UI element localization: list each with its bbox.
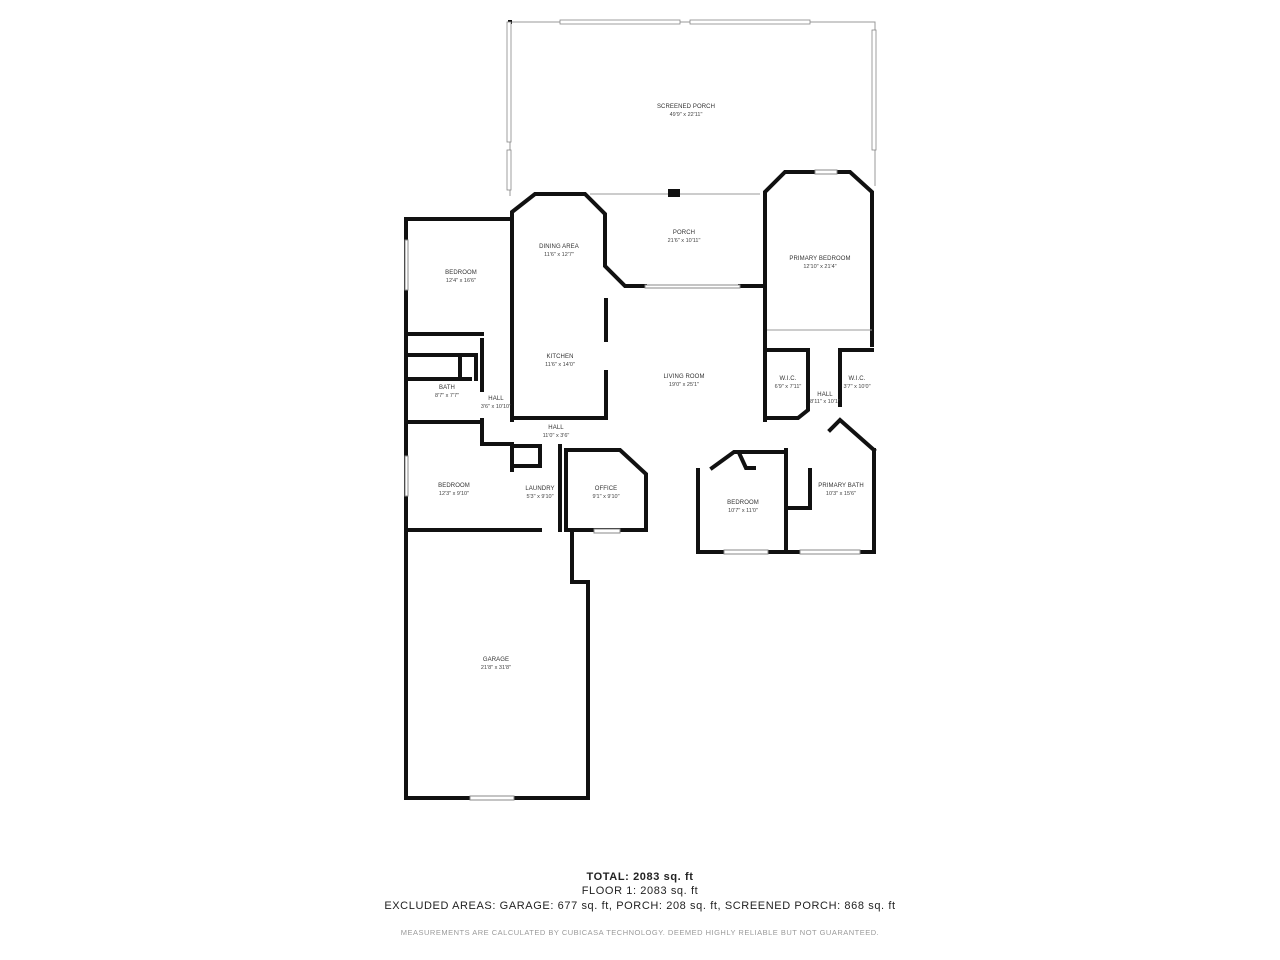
room-dims-office: 9'1" x 9'10": [592, 494, 619, 500]
room-name-wic-1: W.I.C.: [780, 376, 797, 382]
room-name-wic-2: W.I.C.: [849, 376, 866, 382]
room-dims-hall-primary: 8'11" x 10'1": [810, 399, 840, 405]
floor-area: FLOOR 1: 2083 sq. ft: [581, 885, 699, 897]
room-dims-living-room: 19'0" x 25'1": [669, 382, 699, 388]
room-name-office: OFFICE: [595, 486, 618, 492]
room-name-hall-west: HALL: [488, 396, 504, 402]
screened-porch-outline: [506, 19, 877, 197]
total-area: TOTAL: 2083 sq. ft: [586, 871, 694, 883]
windows: [404, 169, 861, 801]
room-name-primary-bath: PRIMARY BATH: [818, 483, 864, 489]
room-dims-bath: 8'7" x 7'7": [435, 393, 459, 399]
room-name-hall-center: HALL: [548, 425, 564, 431]
room-name-bath: BATH: [439, 385, 455, 391]
room-name-hall-primary: HALL: [817, 392, 833, 398]
room-name-laundry: LAUNDRY: [525, 486, 554, 492]
room-dims-garage: 21'8" x 31'8": [481, 665, 511, 671]
room-dims-bedroom-1: 12'4" x 16'6": [446, 278, 476, 284]
room-dims-dining-area: 11'6" x 12'7": [544, 252, 574, 258]
room-name-garage: GARAGE: [483, 657, 509, 663]
room-dims-primary-bath: 10'3" x 15'6": [826, 491, 856, 497]
room-name-kitchen: KITCHEN: [546, 354, 573, 360]
disclaimer: MEASUREMENTS ARE CALCULATED BY CUBICASA …: [400, 928, 880, 937]
room-dims-primary-bedroom: 12'10" x 21'4": [803, 264, 836, 270]
room-dims-screened-porch: 49'9" x 22'11": [670, 112, 703, 118]
room-dims-porch: 21'6" x 10'11": [668, 238, 701, 244]
room-dims-wic-2: 3'7" x 10'0": [843, 384, 870, 390]
room-name-bedroom-1: BEDROOM: [445, 270, 477, 276]
room-dims-wic-1: 6'9" x 7'11": [775, 384, 802, 390]
room-dims-hall-west: 3'6" x 10'10": [481, 404, 511, 410]
floor-plan: SCREENED PORCH 49'9" x 22'11" PORCH 21'6…: [404, 19, 877, 801]
room-name-primary-bedroom: PRIMARY BEDROOM: [789, 256, 850, 262]
room-name-dining-area: DINING AREA: [539, 244, 579, 250]
room-name-living-room: LIVING ROOM: [663, 374, 704, 380]
room-name-screened-porch: SCREENED PORCH: [657, 104, 715, 110]
room-dims-laundry: 5'3" x 9'10": [526, 494, 553, 500]
room-name-bedroom-2: BEDROOM: [438, 483, 470, 489]
room-dims-bedroom-2: 12'3" x 9'10": [439, 491, 469, 497]
excluded-areas: EXCLUDED AREAS: GARAGE: 677 sq. ft, PORC…: [384, 900, 896, 912]
room-labels: SCREENED PORCH 49'9" x 22'11" PORCH 21'6…: [435, 104, 871, 671]
room-name-porch: PORCH: [673, 230, 695, 236]
house-walls: [404, 170, 877, 800]
room-dims-hall-center: 11'0" x 3'6": [543, 433, 570, 439]
room-dims-bedroom-3: 10'7" x 11'0": [728, 508, 758, 514]
area-summary: TOTAL: 2083 sq. ft FLOOR 1: 2083 sq. ft …: [0, 870, 1280, 937]
room-name-bedroom-3: BEDROOM: [727, 500, 759, 506]
room-dims-kitchen: 11'6" x 14'0": [545, 362, 575, 368]
